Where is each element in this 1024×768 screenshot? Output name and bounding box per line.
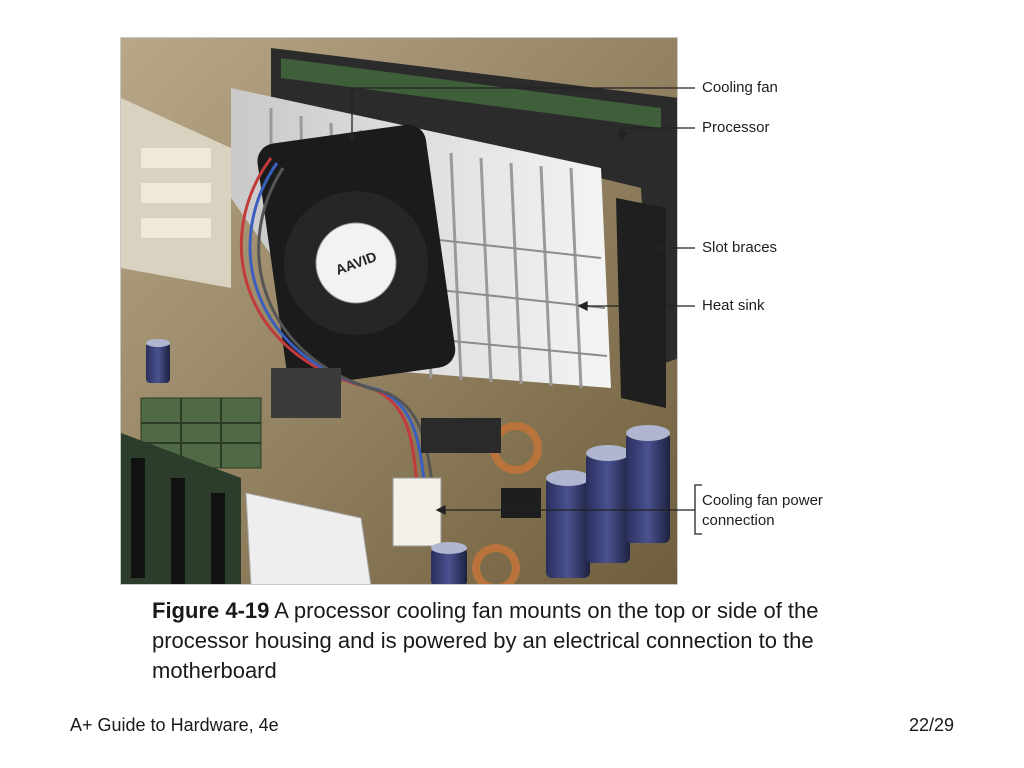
caption-text: A processor cooling fan mounts on the to… (152, 598, 819, 683)
small-chip (271, 368, 341, 418)
callout-cooling-fan: Cooling fan (702, 79, 778, 96)
callout-heat-sink: Heat sink (702, 297, 765, 314)
callout-processor: Processor (702, 119, 770, 136)
photo-illustration: AAVID (121, 38, 677, 584)
footer-page-indicator: 22/29 (908, 715, 954, 735)
callout-fan-power-connection: Cooling fan power connection (702, 492, 823, 529)
figure-number: Figure 4-19 (152, 598, 270, 623)
cooling-fan: AAVID (257, 124, 456, 387)
atx-power-connector (245, 492, 372, 584)
motherboard-photo: AAVID (120, 37, 678, 585)
footer-book-title: A+ Guide to Hardware, 4e (70, 715, 279, 735)
capacitors (146, 339, 670, 584)
figure-caption: Figure 4-19 A processor cooling fan moun… (152, 596, 832, 686)
small-chip (501, 488, 541, 518)
slot-brace (616, 198, 666, 408)
figure: AAVID (120, 37, 838, 585)
callout-slot-braces: Slot braces (702, 239, 778, 256)
small-chip (421, 418, 501, 453)
fan-power-connector (392, 477, 442, 547)
memory-modules (121, 433, 241, 584)
